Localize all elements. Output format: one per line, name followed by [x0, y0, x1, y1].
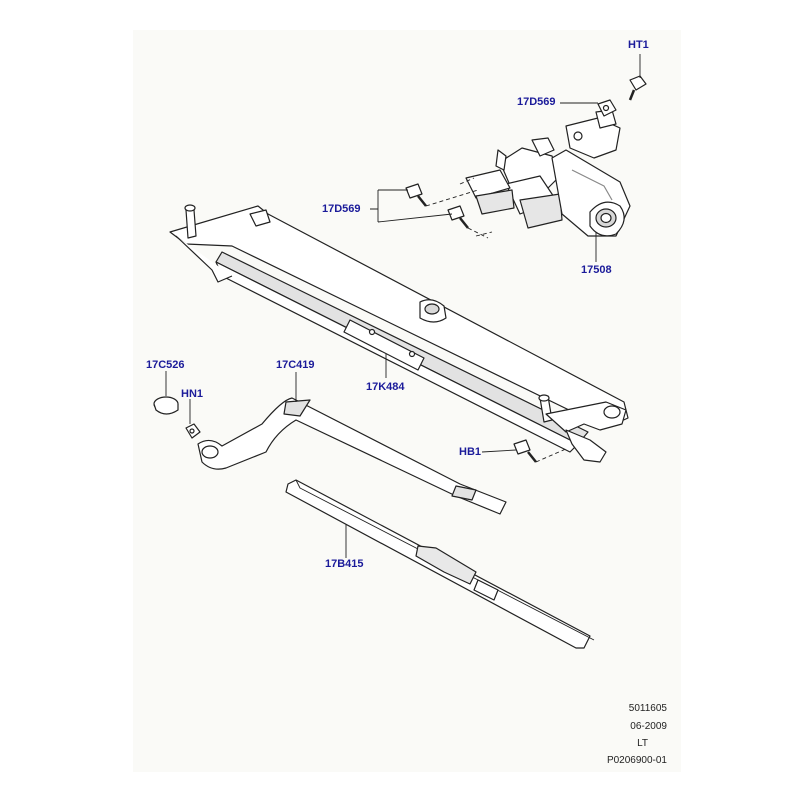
bolt-hb1[interactable]: [513, 439, 537, 463]
wiper-motor-part[interactable]: [465, 109, 631, 237]
footer-date: 06-2009: [630, 721, 667, 732]
callout-17k484[interactable]: 17K484: [366, 381, 405, 393]
bolt-17d569-upper[interactable]: [405, 183, 427, 207]
callout-17c526[interactable]: 17C526: [146, 359, 185, 371]
wiper-arm-part[interactable]: [197, 397, 507, 515]
callout-hn1[interactable]: HN1: [181, 388, 204, 400]
cap-17c526[interactable]: [153, 396, 179, 415]
callout-17d569-left[interactable]: 17D569: [322, 203, 361, 215]
footer-ref: P0206900-01: [606, 755, 667, 766]
bolt-17d569-lower[interactable]: [447, 205, 469, 229]
callout-hb1[interactable]: HB1: [459, 446, 482, 458]
nut-hn1[interactable]: [185, 423, 201, 439]
footer-number: 5011605: [628, 703, 667, 714]
callout-ht1[interactable]: HT1: [628, 39, 649, 51]
footer-code: LT: [637, 738, 648, 749]
wiper-blade-part[interactable]: [285, 479, 595, 649]
nut-17d569-top[interactable]: [597, 99, 617, 117]
callout-17b415[interactable]: 17B415: [325, 558, 364, 570]
callout-17d569-top[interactable]: 17D569: [517, 96, 556, 108]
callout-17508[interactable]: 17508: [581, 264, 612, 276]
bolt-ht1[interactable]: [628, 75, 647, 101]
callout-17c419[interactable]: 17C419: [276, 359, 315, 371]
wiper-linkage-part[interactable]: [169, 204, 629, 463]
